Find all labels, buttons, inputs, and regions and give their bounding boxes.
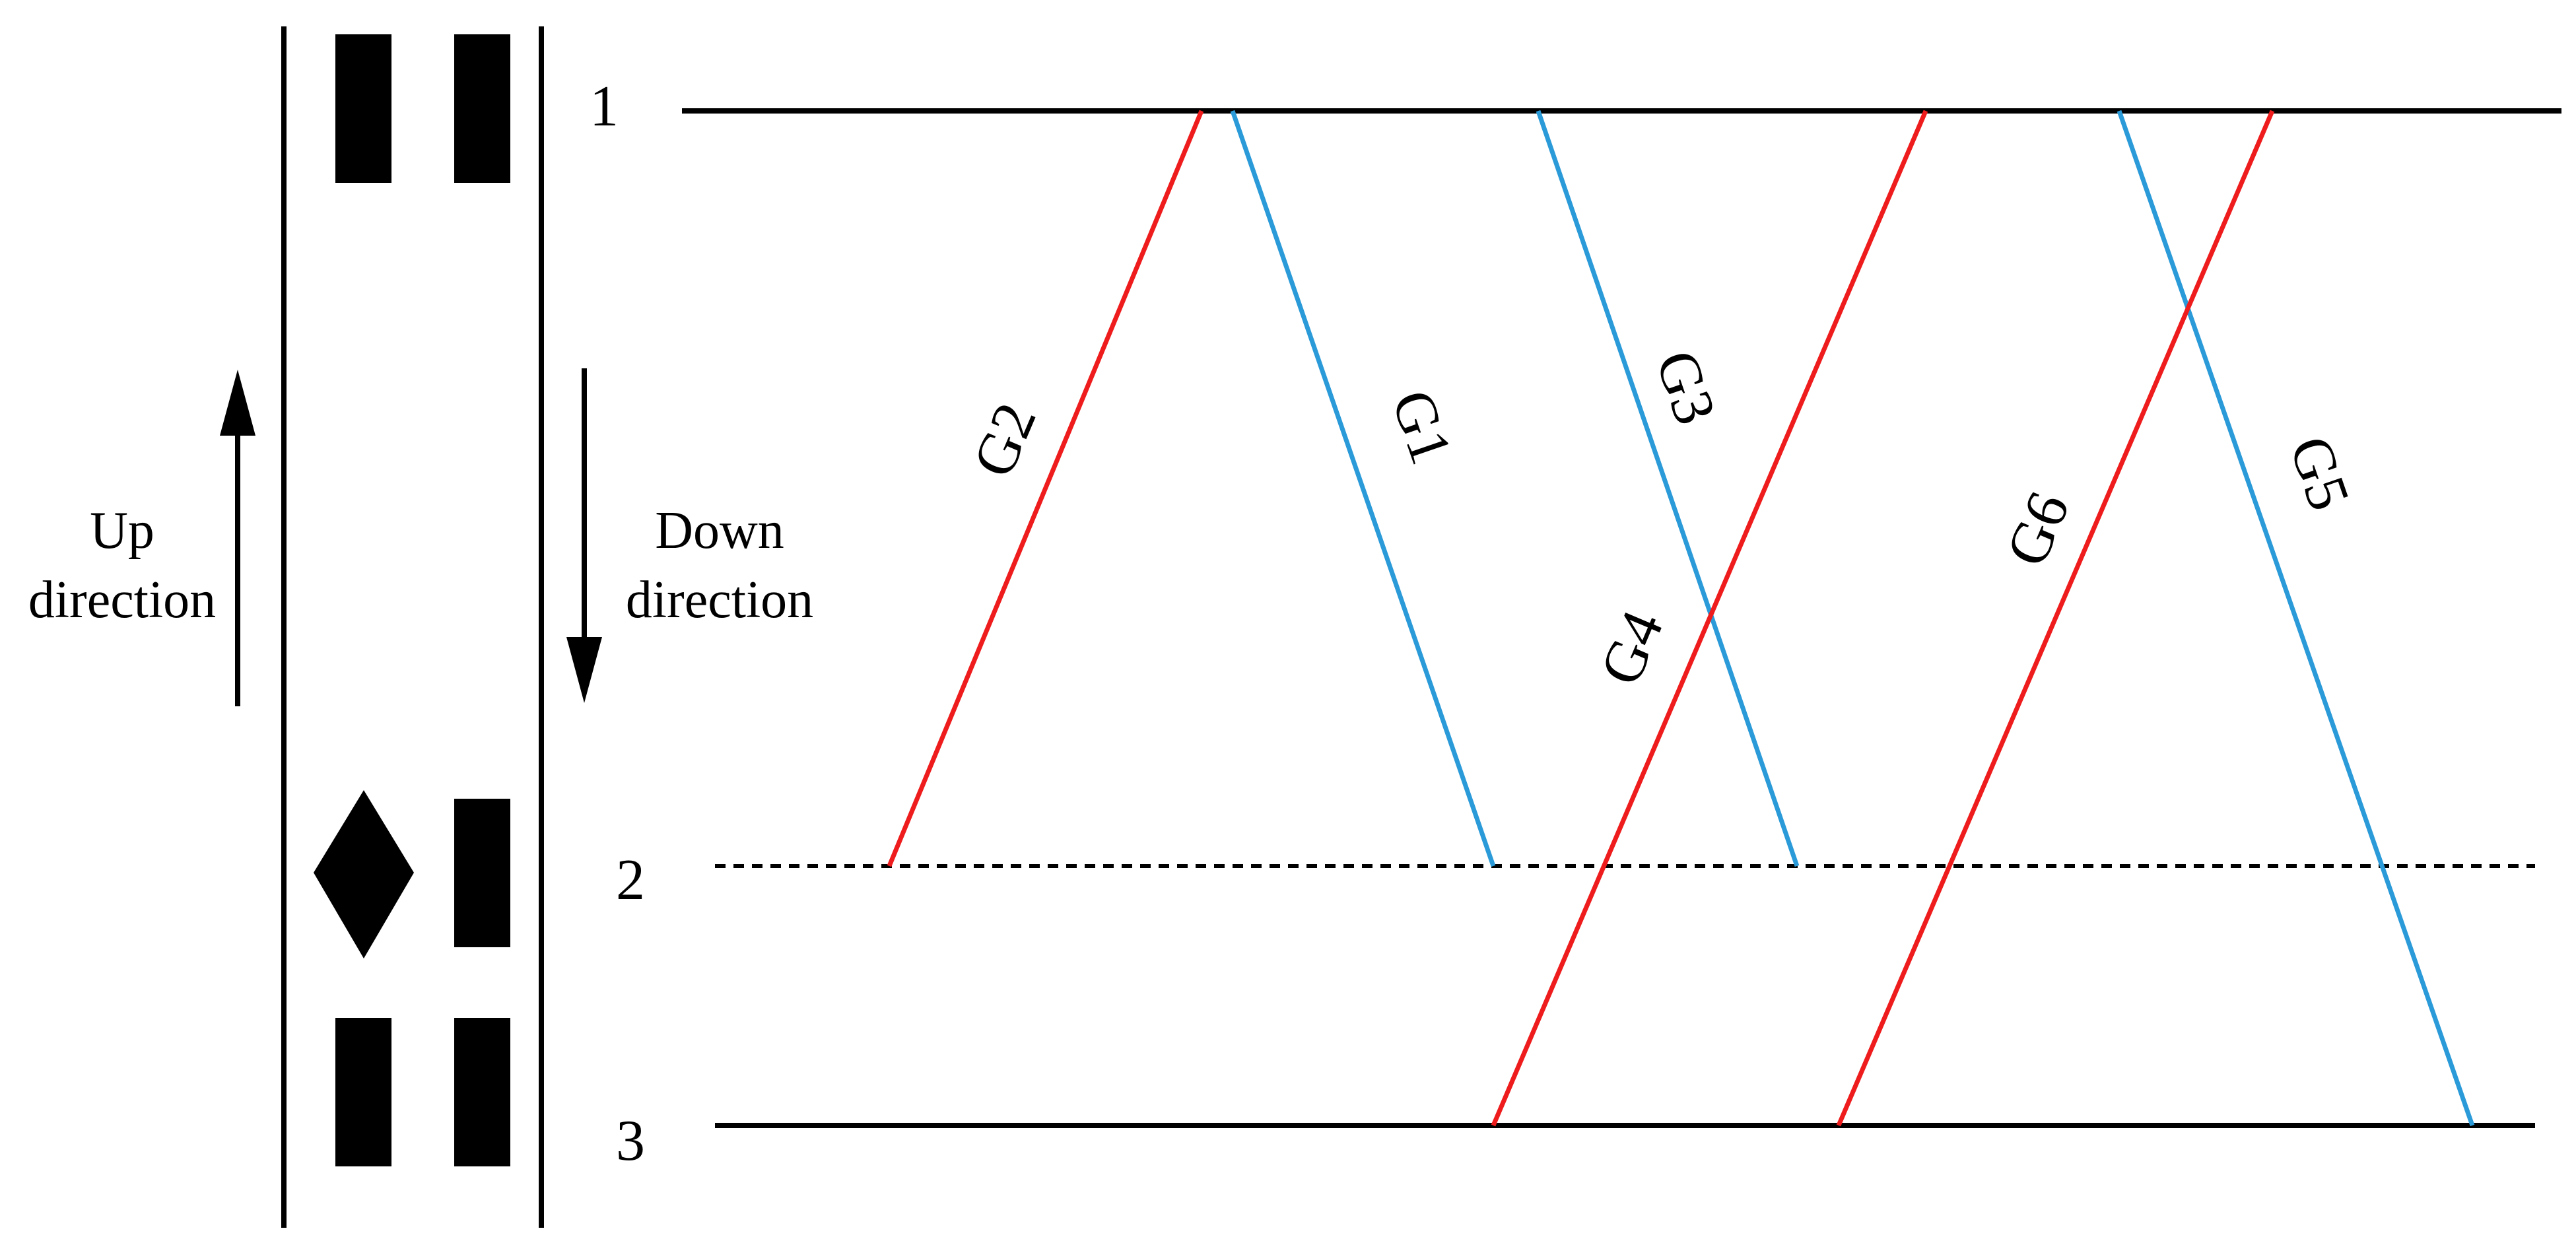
- train-path-g4: [1491, 110, 1928, 1127]
- track-block-icon: [335, 1018, 391, 1166]
- track-block-icon: [335, 34, 391, 183]
- station-label-3: 3: [616, 1109, 645, 1173]
- train-path-g6: [1836, 110, 2275, 1127]
- track-block-icon: [454, 1018, 510, 1166]
- station-layout: Up direction Down direction: [28, 26, 813, 1228]
- train-label-g2: G2: [961, 394, 1049, 486]
- arrow-up-icon: [220, 370, 255, 706]
- train-path-g2: [887, 110, 1204, 867]
- train-label-g5: G5: [2277, 428, 2362, 518]
- station-label-1: 1: [590, 75, 619, 139]
- station-label-2: 2: [616, 848, 645, 912]
- train-path-g1: [1230, 110, 1496, 867]
- train-paths: [887, 110, 2475, 1127]
- train-label-g3: G3: [1643, 343, 1728, 432]
- up-direction-label-line1: Up: [90, 502, 154, 560]
- train-path-g3: [1536, 110, 1800, 867]
- down-direction-label-line1: Down: [655, 502, 784, 560]
- track-block-icon: [454, 799, 510, 947]
- diamond-signal-icon: [314, 790, 414, 958]
- arrow-down-icon: [566, 368, 602, 703]
- train-label-g4: G4: [1588, 602, 1676, 694]
- track-block-icon: [454, 34, 510, 183]
- up-direction-label-line2: direction: [28, 571, 216, 629]
- train-label-g1: G1: [1379, 382, 1464, 472]
- train-label-g6: G6: [1994, 483, 2082, 576]
- train-path-g5: [2117, 110, 2475, 1127]
- down-direction-label-line2: direction: [626, 571, 813, 629]
